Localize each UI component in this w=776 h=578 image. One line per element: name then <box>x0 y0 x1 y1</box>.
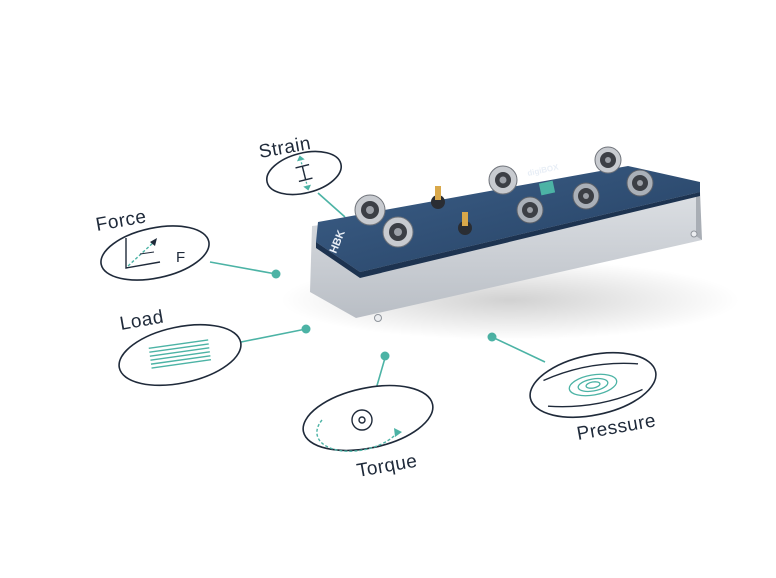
connector-port <box>572 182 600 210</box>
force-symbol: F <box>176 249 185 266</box>
status-indicator <box>538 180 556 196</box>
connector-port <box>354 194 386 226</box>
strain-connector-line <box>317 192 346 218</box>
load-icon-circle <box>118 323 242 387</box>
pressure-icon-circle <box>529 351 657 419</box>
torque-connector-dot <box>380 351 390 361</box>
torque-connector-line <box>375 357 386 390</box>
connector-port <box>488 165 518 195</box>
force-connector-dot <box>271 269 281 279</box>
strain-badge: Strain <box>257 133 342 196</box>
connector-port <box>594 146 622 174</box>
device-lid <box>316 166 700 272</box>
device-model: digiBOX <box>527 162 560 178</box>
torque-icon <box>316 409 402 452</box>
connector-port <box>626 169 654 197</box>
digibox-device: HBK digiBOX <box>280 146 740 340</box>
sma-connector <box>431 186 445 209</box>
force-badge: Force F <box>94 206 210 281</box>
pressure-icon <box>543 362 643 408</box>
load-connector-line <box>240 328 307 343</box>
connector-port <box>516 196 544 224</box>
pressure-connector-line <box>491 336 546 363</box>
screw-hole <box>690 230 698 238</box>
strain-icon <box>295 155 313 191</box>
load-label: Load <box>118 307 165 335</box>
force-connector-line <box>209 261 277 275</box>
torque-label: Torque <box>355 451 419 482</box>
load-connector-dot <box>301 324 311 334</box>
load-badge: Load <box>118 307 242 387</box>
connector-lines <box>209 192 546 390</box>
torque-badge: Torque <box>302 384 434 482</box>
load-icon <box>148 339 212 369</box>
pressure-badge: Pressure <box>529 351 658 445</box>
screw-hole <box>374 314 382 322</box>
torque-icon-circle <box>302 384 434 452</box>
device-connectors <box>354 146 654 248</box>
connector-port <box>382 216 414 248</box>
force-icon-circle <box>100 225 210 281</box>
force-icon: F <box>125 238 185 269</box>
sma-connector <box>458 212 472 235</box>
